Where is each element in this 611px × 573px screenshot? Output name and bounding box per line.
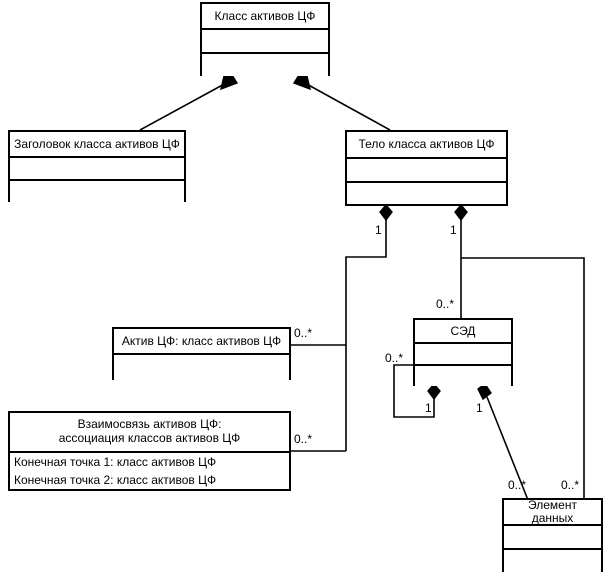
class-operations-asset-class — [202, 54, 328, 76]
multiplicity-relationship-end: 0..* — [294, 432, 313, 446]
edge-sed-to-data-element — [486, 396, 529, 501]
class-attributes-data-element — [504, 526, 601, 550]
edge-body-to-asset-and-relationship — [345, 218, 387, 451]
edge-assetclass-to-body — [302, 81, 391, 131]
composition-diamond-sed-self — [427, 382, 441, 401]
class-operations-asset-class-header — [10, 181, 184, 202]
class-operations-asset-class-body — [347, 183, 506, 204]
multiplicity-sed-to-data-element: 1 — [476, 401, 483, 415]
edge-body-to-data-element — [461, 257, 585, 498]
composition-diamond-body-right — [454, 203, 468, 222]
class-box-relationship[interactable]: Взаимосвязь активов ЦФ: ассоциация класс… — [8, 411, 291, 491]
class-box-asset[interactable]: Актив ЦФ: класс активов ЦФ — [112, 327, 291, 380]
multiplicity-sed-self-source: 0..* — [385, 351, 404, 365]
class-name-asset: Актив ЦФ: класс активов ЦФ — [114, 329, 289, 355]
class-attributes-asset — [114, 355, 289, 380]
composition-diamond-assetclass-body — [292, 74, 311, 91]
multiplicity-body-to-sed-side: 1 — [450, 223, 457, 237]
class-name-asset-class-body: Тело класса активов ЦФ — [347, 132, 506, 159]
class-name-relationship: Взаимосвязь активов ЦФ: ассоциация класс… — [10, 413, 289, 453]
multiplicity-body-to-asset-side: 1 — [375, 223, 382, 237]
class-name-sed: СЭД — [415, 320, 511, 344]
class-name-asset-class-header: Заголовок класса активов ЦФ — [10, 132, 184, 158]
class-box-sed[interactable]: СЭД — [413, 318, 513, 386]
class-name-relationship-line2: ассоциация классов активов ЦФ — [58, 431, 241, 445]
composition-diamond-body-left — [379, 203, 393, 222]
edge-sed-self-loop — [393, 364, 435, 418]
class-attribute-relationship-endpoint-2: Конечная точка 2: класс активов ЦФ — [10, 472, 289, 489]
class-name-data-element: Элемент данных — [504, 499, 601, 526]
composition-diamond-sed-data-element — [477, 383, 492, 401]
class-name-relationship-line1: Взаимосвязь активов ЦФ: — [77, 417, 222, 431]
multiplicity-sed-top: 0..* — [436, 297, 455, 311]
class-attributes-sed — [415, 344, 511, 366]
class-box-asset-class[interactable]: Класс активов ЦФ — [200, 2, 330, 76]
class-box-data-element[interactable]: Элемент данных — [502, 498, 603, 572]
edge-assetclass-to-header — [139, 81, 229, 131]
class-operations-sed — [415, 366, 511, 386]
multiplicity-data-element-right: 0..* — [561, 478, 580, 492]
multiplicity-sed-self-target: 1 — [425, 401, 432, 415]
class-attributes-asset-class-header — [10, 158, 184, 181]
composition-diamond-assetclass-header — [220, 74, 239, 91]
class-attribute-relationship-endpoint-1: Конечная точка 1: класс активов ЦФ — [10, 453, 289, 472]
class-box-asset-class-header[interactable]: Заголовок класса активов ЦФ — [8, 130, 186, 202]
class-box-asset-class-body[interactable]: Тело класса активов ЦФ — [345, 130, 508, 206]
class-operations-data-element — [504, 550, 601, 572]
class-attributes-asset-class — [202, 30, 328, 54]
multiplicity-data-element-left: 0..* — [508, 478, 527, 492]
class-attributes-asset-class-body — [347, 159, 506, 183]
multiplicity-asset-end: 0..* — [294, 326, 313, 340]
class-name-asset-class: Класс активов ЦФ — [202, 4, 328, 30]
